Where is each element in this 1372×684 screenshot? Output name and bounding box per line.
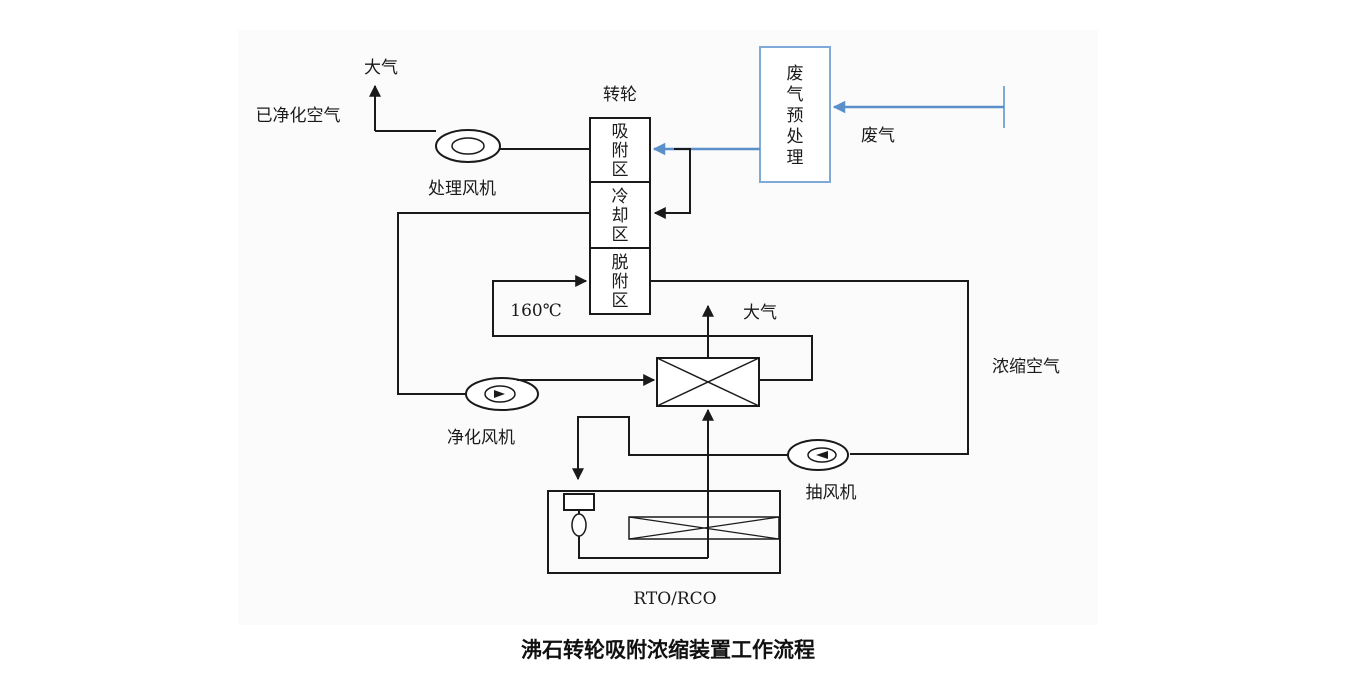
- pretreatment-box: [759, 46, 831, 183]
- rto-label: RTO/RCO: [633, 589, 716, 609]
- process-fan-label: 处理风机: [428, 179, 496, 199]
- process-fan: [435, 129, 501, 163]
- waste-gas-label: 废气: [861, 126, 895, 146]
- hot-air-return-line: [492, 275, 813, 381]
- burner-flame: [571, 513, 587, 537]
- pretreatment-char-4: 处: [787, 127, 804, 147]
- adsorption-char-1: 吸: [612, 122, 629, 142]
- purify-fan: [465, 377, 539, 411]
- rotor-cooling-zone: [589, 181, 651, 249]
- rotor: 吸 附 区 冷 却 区 脱 附 区: [589, 117, 651, 315]
- cooling-air-line: [653, 148, 691, 219]
- desorption-char-1: 脱: [612, 253, 629, 273]
- cooling-char-2: 却: [612, 206, 629, 226]
- rto-internal-loop: [578, 536, 708, 559]
- purify-fan-label: 净化风机: [447, 428, 515, 448]
- cooling-char-1: 冷: [612, 187, 629, 207]
- rto-rco-unit: [547, 490, 781, 574]
- cooling-outlet-line: [397, 212, 590, 395]
- rotor-adsorption-zone: [589, 117, 651, 183]
- figure-caption: 沸石转轮吸附浓缩装置工作流程: [521, 638, 815, 662]
- rotor-desorption-zone: [589, 247, 651, 315]
- rotor-label: 转轮: [603, 85, 637, 105]
- pretreatment-char-1: 废: [787, 64, 804, 84]
- pretreatment-char-3: 预: [787, 106, 804, 126]
- purified-air-label: 已净化空气: [256, 106, 341, 126]
- pretreatment-char-5: 理: [787, 148, 804, 168]
- catalyst-bed: [628, 516, 780, 540]
- cooling-char-3: 区: [612, 225, 629, 245]
- adsorption-char-2: 附: [612, 141, 629, 161]
- atmosphere-mid-label: 大气: [743, 303, 777, 323]
- diagram-background: [238, 30, 1098, 625]
- adsorption-char-3: 区: [612, 160, 629, 180]
- concentrated-air-label: 浓缩空气: [992, 357, 1060, 377]
- exhaust-fan-to-rto-line: [572, 416, 788, 481]
- temperature-label: 160℃: [510, 301, 561, 321]
- exhaust-fan: [787, 439, 849, 471]
- burner: [563, 493, 595, 511]
- desorption-char-3: 区: [612, 291, 629, 311]
- heat-exchanger: [656, 357, 760, 407]
- pretreatment-char-2: 气: [787, 85, 804, 105]
- desorption-char-2: 附: [612, 272, 629, 292]
- atmosphere-top-label: 大气: [364, 58, 398, 78]
- concentrated-air-line: [650, 280, 969, 455]
- exhaust-fan-label: 抽风机: [806, 483, 857, 503]
